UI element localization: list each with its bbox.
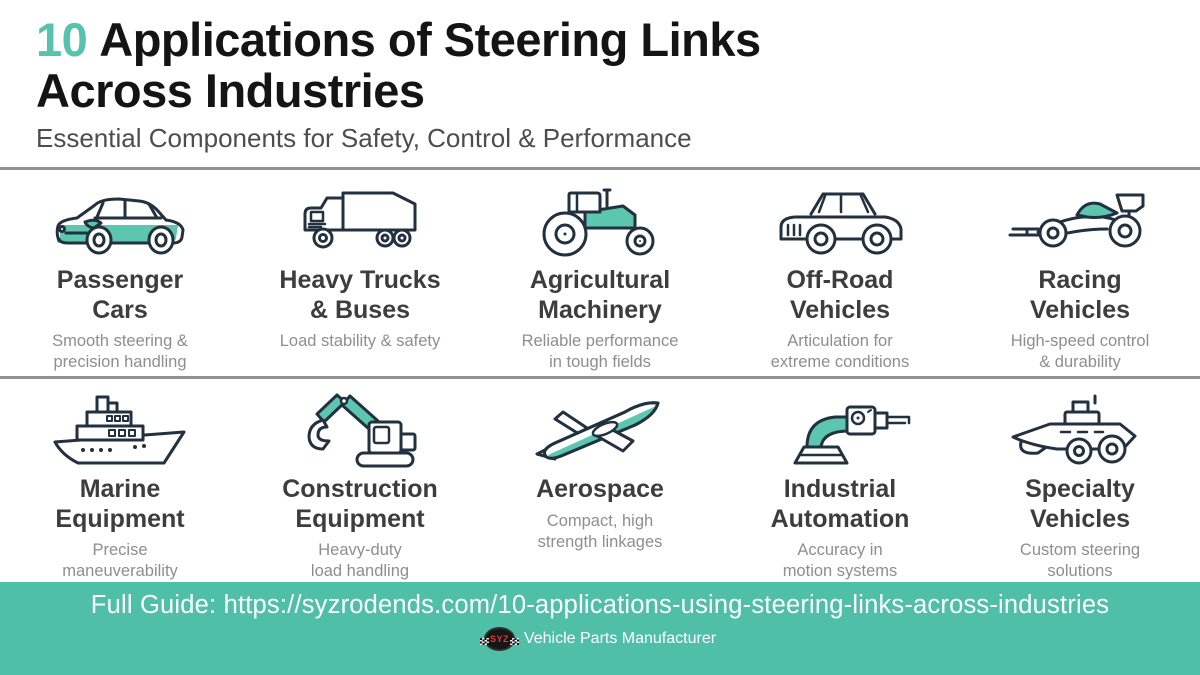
header-divider xyxy=(0,167,1200,171)
item-title: Industrial Automation xyxy=(770,475,910,533)
item-title: Construction Equipment xyxy=(282,475,438,533)
icon-box xyxy=(525,180,675,264)
footer-bar: Full Guide: https://syzrodends.com/10-ap… xyxy=(0,582,1200,675)
item-racing-vehicles: Racing Vehicles High-speed control & dur… xyxy=(960,170,1200,376)
item-passenger-cars: Passenger Cars Smooth steering & precisi… xyxy=(0,170,240,376)
off-road-vehicles-icon xyxy=(779,192,903,255)
title-line-2: Across Industries xyxy=(36,64,425,118)
item-agricultural-machinery: Agricultural Machinery Reliable performa… xyxy=(480,170,720,376)
icon-box xyxy=(765,389,915,473)
item-desc: Custom steering solutions xyxy=(1019,540,1141,581)
item-desc: Accuracy in motion systems xyxy=(782,540,898,581)
specialty-vehicles-icon xyxy=(1011,394,1137,465)
item-title: Racing Vehicles xyxy=(1029,266,1131,324)
row-divider xyxy=(0,376,1200,380)
page-subtitle: Essential Components for Safety, Control… xyxy=(36,123,692,154)
icon-box xyxy=(1005,180,1155,264)
brand-logo-text: SYZ xyxy=(489,634,509,645)
icon-box xyxy=(285,389,435,473)
item-desc: Reliable performance in tough fields xyxy=(521,331,679,372)
item-desc: Articulation for extreme conditions xyxy=(770,331,910,372)
item-off-road-vehicles: Off-Road Vehicles Articulation for extre… xyxy=(720,170,960,376)
item-marine-equipment: Marine Equipment Precise maneuverability xyxy=(0,379,240,582)
racing-vehicles-icon xyxy=(1008,193,1145,248)
full-guide-url: Full Guide: https://syzrodends.com/10-ap… xyxy=(90,591,1110,620)
icon-box xyxy=(1005,389,1155,473)
item-desc: High-speed control & durability xyxy=(1010,331,1150,372)
item-title: Agricultural Machinery xyxy=(529,266,671,324)
construction-equipment-icon xyxy=(307,393,417,468)
item-title: Aerospace xyxy=(536,475,664,504)
item-desc: Heavy-duty load handling xyxy=(310,540,410,581)
item-desc: Load stability & safety xyxy=(279,331,441,350)
icon-box xyxy=(45,180,195,264)
brand-name: Vehicle Parts Manufacturer xyxy=(523,630,717,648)
industrial-automation-icon xyxy=(793,405,911,465)
item-title: Specialty Vehicles xyxy=(1025,475,1135,533)
item-desc: Smooth steering & precision handling xyxy=(52,331,188,372)
aerospace-icon xyxy=(535,401,660,461)
title-line-1-text: Applications of Steering Links xyxy=(99,13,761,66)
item-heavy-trucks-buses: Heavy Trucks & Buses Load stability & sa… xyxy=(240,170,480,376)
item-specialty-vehicles: Specialty Vehicles Custom steering solut… xyxy=(960,379,1200,582)
item-desc: Precise maneuverability xyxy=(62,540,178,581)
agricultural-machinery-icon xyxy=(542,188,655,257)
passenger-cars-icon xyxy=(55,197,185,255)
item-desc: Compact, high strength linkages xyxy=(537,511,663,551)
item-title: Passenger Cars xyxy=(56,266,184,324)
item-title: Heavy Trucks & Buses xyxy=(279,266,441,324)
brand-logo-icon: SYZ xyxy=(479,627,519,652)
brand-row: SYZ Vehicle Parts Manufacturer xyxy=(0,627,1200,652)
marine-equipment-icon xyxy=(53,395,186,465)
icon-box xyxy=(525,389,675,473)
heavy-trucks-buses-icon xyxy=(303,191,417,249)
item-title: Marine Equipment xyxy=(55,475,185,533)
item-industrial-automation: Industrial Automation Accuracy in motion… xyxy=(720,379,960,582)
grid-row-2: Marine Equipment Precise maneuverability… xyxy=(0,379,1200,582)
item-construction-equipment: Construction Equipment Heavy-duty load h… xyxy=(240,379,480,582)
icon-box xyxy=(285,180,435,264)
icon-box xyxy=(45,389,195,473)
item-title: Off-Road Vehicles xyxy=(786,266,894,324)
item-aerospace: Aerospace Compact, high strength linkage… xyxy=(480,379,720,582)
title-number: 10 xyxy=(36,13,88,66)
grid-row-1: Passenger Cars Smooth steering & precisi… xyxy=(0,170,1200,376)
icon-box xyxy=(765,180,915,264)
